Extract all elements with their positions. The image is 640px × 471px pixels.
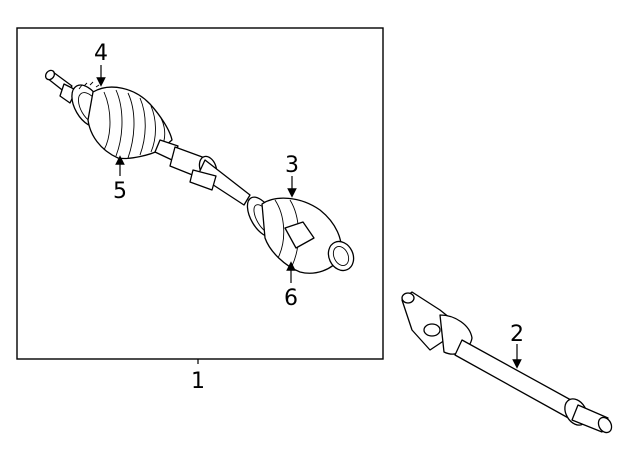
callout-label-2: 2 [510, 322, 524, 347]
inner-cv-joint [261, 197, 355, 274]
callout-label-5: 5 [113, 179, 127, 204]
callout-label-3: 3 [285, 153, 299, 178]
outer-stub-shaft [44, 69, 77, 104]
callout-label-6: 6 [284, 286, 298, 311]
callout-label-1: 1 [191, 369, 205, 394]
outer-cv-boot [87, 86, 173, 160]
assembly-frame [16, 27, 384, 360]
callout-2: 2 [510, 322, 524, 369]
callout-1: 1 [191, 359, 205, 394]
callout-3: 3 [285, 153, 299, 198]
intermediate-shaft [154, 139, 251, 206]
callout-5: 5 [113, 155, 127, 204]
callout-4: 4 [94, 41, 108, 87]
rear-drive-shaft [401, 291, 613, 434]
axle-shaft-assembly [44, 69, 355, 274]
callout-label-4: 4 [94, 41, 108, 66]
callout-6: 6 [284, 261, 298, 311]
